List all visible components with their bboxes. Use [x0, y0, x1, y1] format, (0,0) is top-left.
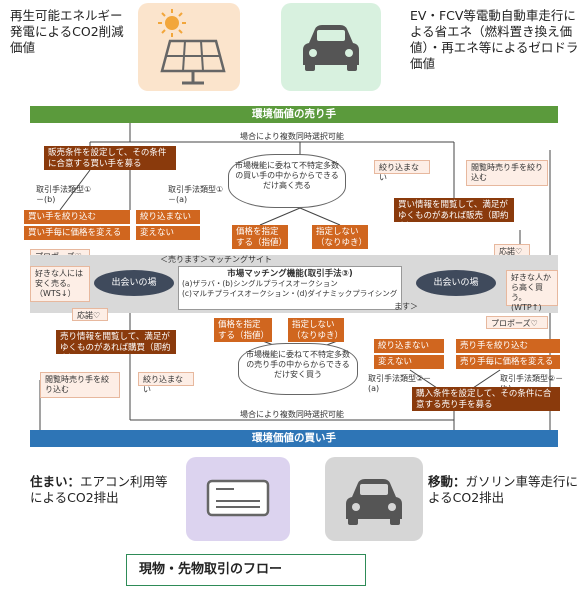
top-left-text: 再生可能エネルギー発電によるCO2削減価値	[10, 8, 124, 55]
flow-title: 現物・先物取引のフロー	[139, 562, 283, 577]
note-top-multiple: 場合により複数同時選択可能	[240, 132, 344, 141]
answer-left: 応諾♡	[72, 308, 108, 321]
sell-matching-label: ＜売ります＞マッチングサイト	[160, 255, 272, 264]
car-icon	[303, 25, 359, 71]
sell-info-bottom: 売り情報を閲覧して、満足がゆくものがあれば購買（即約定）	[56, 330, 176, 364]
buy-info-top: 買い情報を閲覧して、満足がゆくものがあれば販売（即約定）	[394, 198, 514, 232]
no-change-2: 変えない	[374, 355, 444, 369]
specify-price-top: 価格を指定する（指値）	[232, 225, 288, 249]
no-narrow-1: 絞り込まない	[136, 210, 200, 224]
no-narrow-2: 絞り込まない	[374, 339, 444, 353]
method-1-1: 取引手法類型①－(b)	[36, 185, 92, 204]
specify-price-bottom: 価格を指定する（指値）	[214, 318, 272, 342]
market-line2: (c)マルチプライスオークション・(d)ダイナミックプライシング	[182, 289, 398, 298]
buy-suffix: ます＞	[394, 302, 418, 311]
air-conditioner-tile	[186, 457, 290, 541]
browsing-top: 閲覧時売り手を絞り込む	[466, 160, 548, 186]
buyer-set-conditions: 購入条件を設定して、その条件に合意する売り手を募る	[412, 387, 560, 411]
car-icon-bottom	[346, 479, 402, 525]
mobility-desc: ガソリン車等走行によるCO2排出	[428, 474, 579, 505]
note-bottom-multiple: 場合により複数同時選択可能	[240, 410, 344, 419]
buyer-banner: 環境価値の買い手	[30, 430, 558, 447]
home-desc: エアコン利用等によるCO2排出	[30, 474, 168, 505]
no-specify-top: 指定しない（なりゆき）	[312, 225, 368, 249]
ev-car-tile	[281, 3, 381, 91]
narrow-sellers-button: 売り手を絞り込む	[456, 339, 560, 353]
narrow-buyers-button: 買い手を絞り込む	[24, 210, 130, 224]
no-narrow-top-right: 絞り込まない	[374, 160, 430, 182]
market-line1: (a)ザラバ・(b)シングルプライスオークション	[182, 279, 338, 288]
method-1-2: 取引手法類型①－(a)	[168, 185, 224, 204]
no-specify-bottom: 指定しない（なりゆき）	[288, 318, 344, 342]
mobility-bold: 移動：	[428, 474, 466, 489]
cloud-top: 市場機能に委ねて不特定多数の買い手の中からからできるだけ高く売る	[228, 154, 346, 208]
market-title: 市場マッチング機能(取引手法③)	[227, 269, 353, 279]
solar-panel-tile	[138, 3, 240, 91]
meet-left: 出会いの場	[94, 270, 174, 296]
no-narrow-bottom-left: 絞り込まない	[138, 372, 194, 394]
desired-right: 好きな人から高く買う。(WTP↑)	[506, 270, 558, 312]
method-2-1: 取引手法類型②－(a)	[368, 374, 432, 393]
answer-right: 応諾♡	[494, 244, 530, 257]
home-text: 住まい：エアコン利用等によるCO2排出	[30, 474, 180, 506]
browsing-bottom: 閲覧時売り手を絞り込む	[40, 372, 120, 398]
top-right-text: EV・FCV等電動自動車走行による省エネ（燃料置き換え価値）・再エネ等によるゼロ…	[410, 8, 579, 71]
mobility-text: 移動：ガソリン車等走行によるCO2排出	[428, 474, 580, 506]
seller-banner: 環境価値の売り手	[30, 106, 558, 123]
propose-right: プロポーズ♡	[486, 316, 548, 329]
cloud-bottom: 市場機能に委ねて不特定多数の売り手の中からからできるだけ安く買う	[238, 343, 358, 395]
market-matching-box: 市場マッチング機能(取引手法③) (a)ザラバ・(b)シングルプライスオークショ…	[178, 266, 402, 310]
seller-set-conditions: 販売条件を設定して、その条件に合意する買い手を募る	[44, 146, 176, 170]
home-bold: 住まい：	[30, 474, 81, 489]
change-price-per-seller: 売り手毎に価格を変える	[456, 355, 560, 369]
desired-left: 好きな人には安く売る。（WTS↓）	[30, 266, 90, 302]
no-change-1: 変えない	[136, 226, 200, 240]
air-conditioner-icon	[206, 479, 270, 517]
meet-right: 出会いの場	[416, 270, 496, 296]
change-price-per-buyer: 買い手毎に価格を変える	[24, 226, 130, 240]
gasoline-car-tile	[325, 457, 423, 541]
flow-title-box: 現物・先物取引のフロー	[126, 554, 366, 586]
solar-panel-icon	[158, 9, 226, 85]
